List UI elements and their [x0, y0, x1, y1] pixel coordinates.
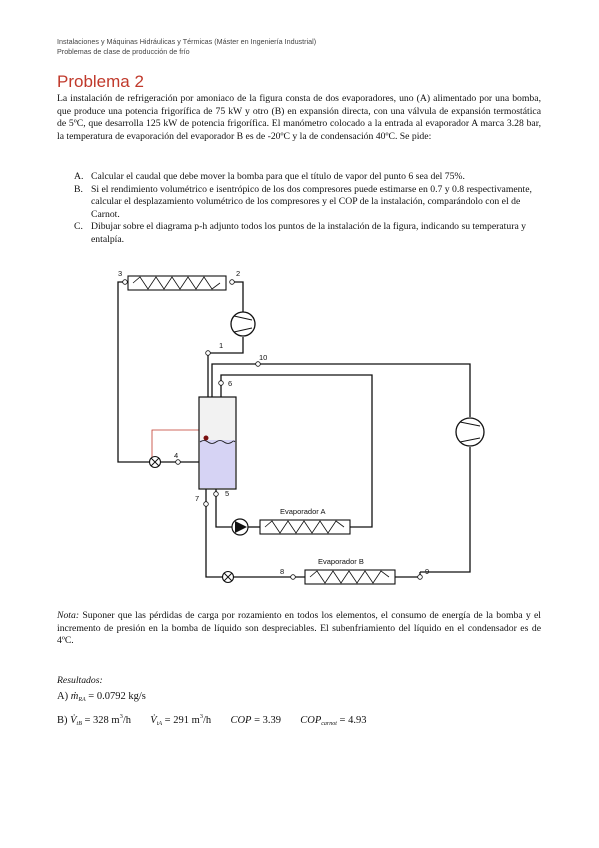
- volume-b-exponent: 3: [119, 713, 123, 720]
- volume-b-subscript: tB: [76, 721, 82, 727]
- task-letter: A.: [74, 171, 84, 182]
- point-label-10: 10: [259, 353, 267, 362]
- task-item-a: A. Calcular el caudal que debe mover la …: [74, 171, 540, 184]
- point-label-5: 5: [225, 489, 229, 498]
- result-b-prefix: B): [57, 715, 68, 726]
- point-label-2: 2: [236, 269, 240, 278]
- task-text: Si el rendimiento volumétrico e isentróp…: [91, 183, 532, 220]
- evaporator-a-label: Evaporador A: [280, 507, 325, 516]
- task-letter: C.: [74, 221, 83, 233]
- pump-icon: [231, 518, 249, 536]
- task-text: Calcular el caudal que debe mover la bom…: [91, 171, 465, 182]
- expansion-valve-icon: [221, 570, 235, 584]
- volume-b-unit: /h: [122, 715, 132, 726]
- header-subject: Problemas de clase de producción de frío: [57, 47, 190, 56]
- result-a: A) ṁRA = 0.0792 kg/s: [57, 691, 146, 703]
- cop-carnot-value: = 4.93: [336, 715, 367, 726]
- result-a-prefix: A): [57, 691, 69, 702]
- task-text: Dibujar sobre el diagrama p-h adjunto to…: [91, 221, 527, 245]
- note-text: Suponer que las pérdidas de carga por ro…: [57, 610, 541, 647]
- problem-statement: La instalación de refrigeración por amon…: [57, 93, 541, 142]
- mass-flow-value: = 0.0792 kg/s: [85, 691, 146, 702]
- volume-a-exponent: 3: [199, 713, 204, 720]
- task-letter: B.: [74, 183, 83, 195]
- refrigeration-schematic: Evaporador A Evaporador B 3 2 1 4 5 6 7 …: [117, 269, 485, 585]
- mass-flow-subscript: RA: [78, 697, 86, 703]
- point-label-8: 8: [280, 567, 284, 576]
- note-paragraph: Nota: Suponer que las pérdidas de carga …: [57, 610, 541, 648]
- evaporator-b: Evaporador B: [304, 557, 396, 585]
- volume-b-value: = 328 m: [81, 715, 120, 726]
- point-label-3: 3: [118, 269, 122, 278]
- point-label-6: 6: [228, 379, 232, 388]
- condenser: [127, 275, 227, 291]
- separator-vessel: [198, 396, 237, 490]
- compressor-2-icon: [455, 417, 485, 447]
- task-item-c: C. Dibujar sobre el diagrama p-h adjunto…: [74, 221, 540, 246]
- point-label-4: 4: [174, 451, 178, 460]
- result-b: B) V̇tB = 328 m3/h V̇tA = 291 m3/h COP =…: [57, 713, 366, 727]
- cop-symbol: COP: [230, 715, 252, 726]
- point-label-7: 7: [195, 494, 199, 503]
- cop-carnot-symbol: COP: [300, 715, 322, 726]
- cop-carnot-subscript: carnot: [321, 721, 337, 727]
- evaporator-b-label: Evaporador B: [318, 557, 364, 566]
- point-label-9: 9: [425, 567, 429, 576]
- evaporator-a: Evaporador A: [259, 507, 351, 535]
- cop-value: = 3.39: [251, 715, 281, 726]
- problem-title: Problema 2: [57, 72, 144, 91]
- task-item-b: B. Si el rendimiento volumétrico e isent…: [74, 184, 540, 222]
- header-course: Instalaciones y Máquinas Hidráulicas y T…: [57, 37, 317, 46]
- volume-a-value: = 291 m: [162, 715, 200, 726]
- mass-flow-symbol: ṁ: [70, 691, 79, 702]
- compressor-1-icon: [230, 311, 256, 337]
- expansion-valve-icon: [148, 455, 162, 469]
- task-list: A. Calcular el caudal que debe mover la …: [74, 171, 540, 247]
- point-label-1: 1: [219, 341, 223, 350]
- results-title: Resultados:: [57, 675, 103, 686]
- volume-a-unit: /h: [203, 715, 212, 726]
- volume-b-symbol: V̇: [70, 715, 77, 726]
- note-label: Nota:: [57, 610, 80, 621]
- volume-a-symbol: V̇: [150, 715, 157, 726]
- volume-a-subscript: tA: [156, 721, 163, 727]
